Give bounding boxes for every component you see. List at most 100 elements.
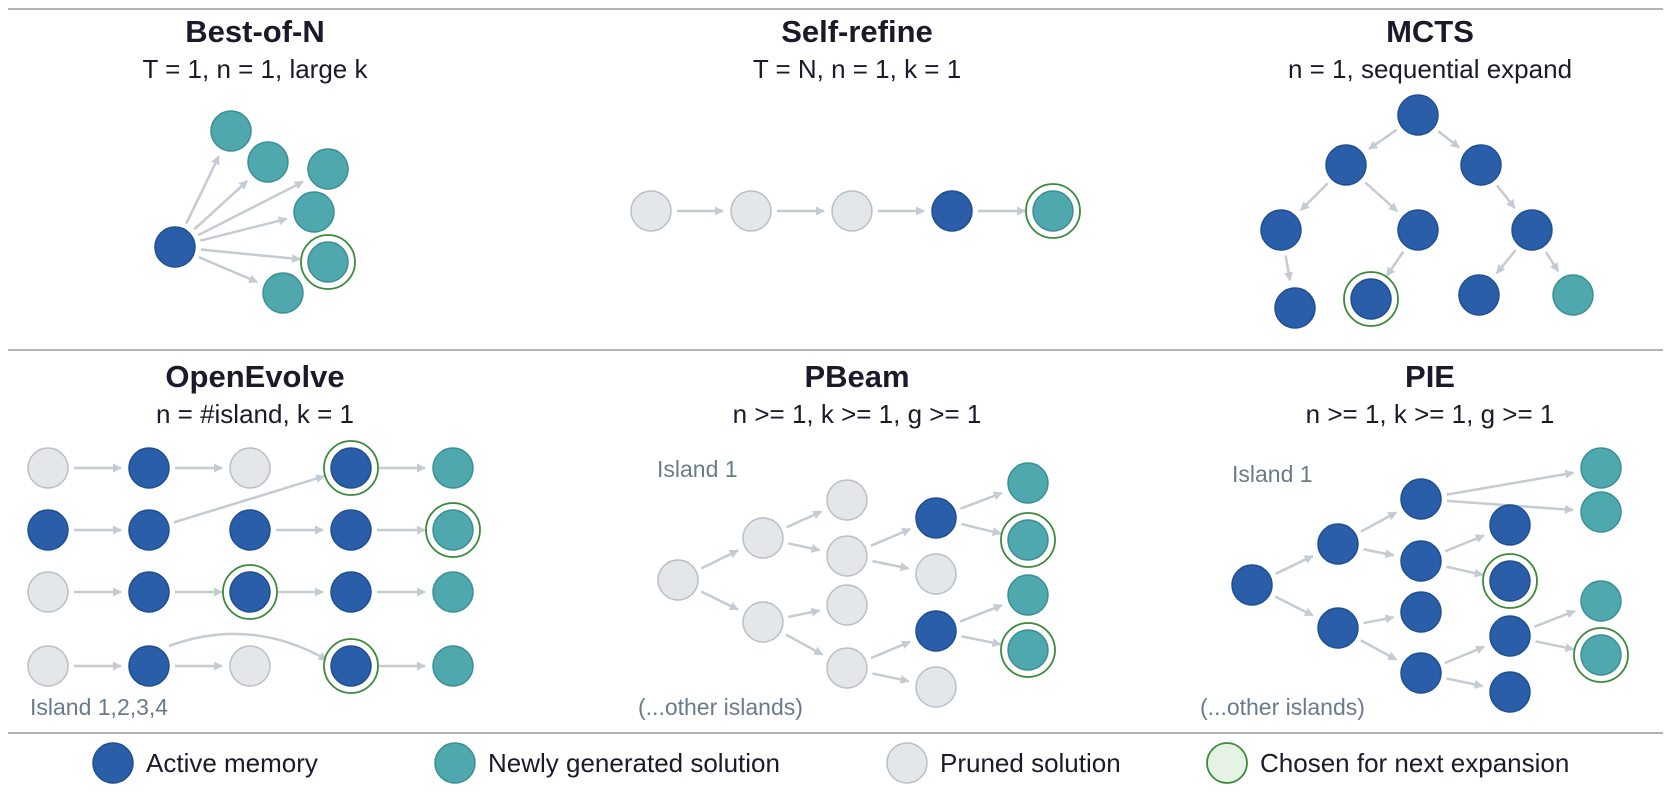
label-pbeam-other-islands: (...other islands): [638, 694, 803, 720]
edge-arrow: [1299, 182, 1329, 212]
pruned-node: [742, 517, 784, 559]
legend-label-active: Active memory: [146, 748, 318, 778]
pruned-node: [657, 559, 699, 601]
active-node: [1511, 209, 1553, 251]
edge-arrow: [788, 607, 821, 619]
new-node: [1007, 574, 1049, 616]
edge-arrow: [700, 590, 739, 611]
edge-arrow: [1446, 677, 1484, 689]
active-node: [915, 610, 957, 652]
edge-arrow: [200, 248, 302, 263]
active-node: [1397, 209, 1439, 251]
edge-arrow: [193, 179, 249, 231]
active-node: [128, 447, 170, 489]
edge-arrow: [1363, 614, 1395, 625]
edge-arrow: [700, 549, 739, 570]
subtitle-pbeam: n >= 1, k >= 1, g >= 1: [733, 399, 982, 429]
edge-arrow: [1535, 640, 1575, 653]
edge-arrow: [1495, 249, 1517, 275]
edge-arrow: [1533, 609, 1576, 628]
title-openevolve: OpenEvolve: [165, 359, 344, 394]
pruned-node: [826, 584, 868, 626]
title-mcts: MCTS: [1386, 14, 1474, 49]
new-node: [293, 191, 335, 233]
edge-arrow: [185, 155, 220, 225]
edge-arrow: [872, 559, 910, 572]
active-node: [229, 571, 271, 613]
title-pie: PIE: [1405, 359, 1455, 394]
subtitle-self-refine: T = N, n = 1, k = 1: [753, 54, 961, 84]
new-node: [1552, 274, 1594, 316]
subtitle-openevolve: n = #island, k = 1: [156, 399, 354, 429]
nodes-layer: [27, 94, 1629, 713]
edge-arrow: [1496, 184, 1516, 209]
pruned-node: [229, 447, 271, 489]
active-node: [128, 509, 170, 551]
edge-arrow: [961, 635, 1002, 648]
active-node: [1260, 209, 1302, 251]
active-node: [1400, 478, 1442, 520]
legend-swatch-new: [434, 742, 476, 784]
edge-arrow: [1544, 251, 1560, 273]
new-node: [307, 241, 349, 283]
new-node: [1007, 462, 1049, 504]
active-node: [330, 645, 372, 687]
new-node: [1007, 519, 1049, 561]
legend: Active memory Newly generated solution P…: [92, 742, 1569, 784]
pruned-node: [630, 190, 672, 232]
pruned-node: [915, 666, 957, 708]
active-node: [1400, 591, 1442, 633]
edge-arrow: [1444, 645, 1485, 665]
edge-arrow: [1444, 534, 1485, 553]
label-pbeam-island-1: Island 1: [657, 456, 738, 482]
new-node: [1580, 447, 1622, 489]
title-pbeam: PBeam: [804, 359, 909, 394]
active-node: [1325, 144, 1367, 186]
active-node: [330, 509, 372, 551]
new-node: [1580, 634, 1622, 676]
new-node: [1580, 580, 1622, 622]
edge-arrow: [197, 180, 304, 237]
pruned-node: [831, 190, 873, 232]
edge-arrow: [198, 256, 259, 284]
edge-arrow: [1446, 565, 1484, 578]
edge-arrow: [870, 527, 912, 547]
legend-item-pruned: Pruned solution: [886, 742, 1121, 784]
new-node: [1007, 629, 1049, 671]
active-node: [1489, 560, 1531, 602]
active-node: [931, 190, 973, 232]
edge-arrow: [1274, 595, 1314, 617]
edge-arrow: [1364, 181, 1399, 213]
edge-arrow: [872, 672, 910, 684]
legend-swatch-chosen: [1206, 742, 1248, 784]
new-node: [307, 148, 349, 190]
pruned-node: [730, 190, 772, 232]
legend-item-chosen: Chosen for next expansion: [1206, 742, 1569, 784]
pruned-node: [229, 645, 271, 687]
edge-arrow: [1360, 639, 1398, 661]
new-node: [1032, 190, 1074, 232]
edge-arrow: [959, 603, 1003, 623]
label-pie-other-islands: (...other islands): [1200, 694, 1365, 720]
label-pie-island-1: Island 1: [1232, 461, 1313, 487]
edge-arrow: [786, 510, 823, 529]
active-node: [1317, 523, 1359, 565]
active-node: [330, 571, 372, 613]
legend-label-pruned: Pruned solution: [940, 748, 1121, 778]
pruned-node: [27, 447, 69, 489]
edge-arrow: [1363, 547, 1395, 559]
active-node: [915, 497, 957, 539]
subtitle-pie: n >= 1, k >= 1, g >= 1: [1306, 399, 1555, 429]
edge-arrow: [1437, 130, 1460, 149]
pruned-node: [27, 571, 69, 613]
new-node: [432, 447, 474, 489]
edge-arrow: [960, 522, 1002, 536]
pruned-node: [742, 601, 784, 643]
legend-label-new: Newly generated solution: [488, 748, 780, 778]
active-node: [128, 571, 170, 613]
legend-swatch-active: [92, 742, 134, 784]
pruned-node: [915, 553, 957, 595]
edge-arrow: [788, 542, 821, 553]
legend-item-new: Newly generated solution: [434, 742, 780, 784]
